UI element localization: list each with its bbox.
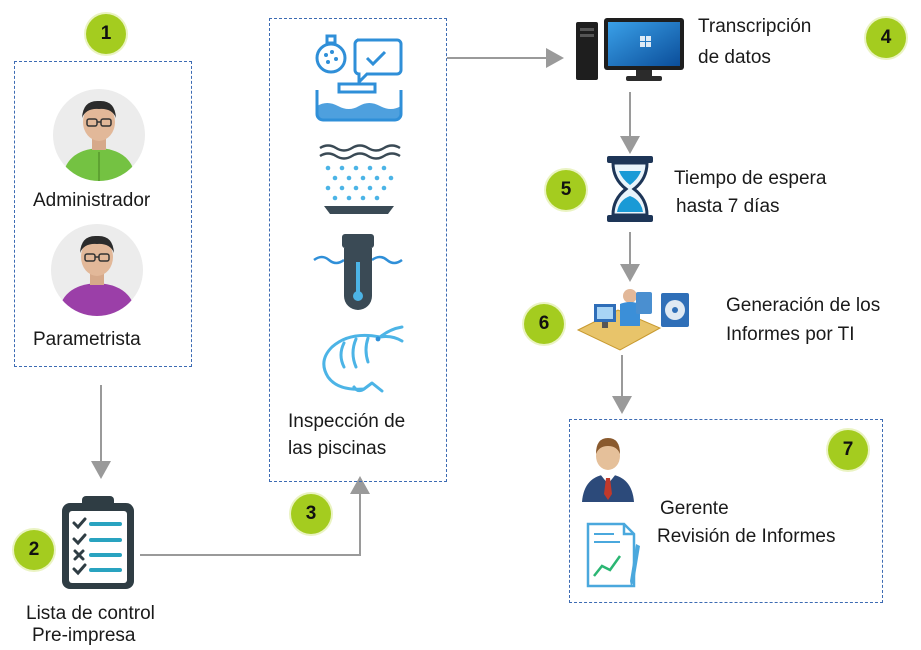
hasta-dias-label: hasta 7 días [676, 196, 780, 217]
informes-ti-label: Informes por TI [726, 324, 855, 345]
pre-impresa-label: Pre-impresa [32, 625, 136, 646]
lista-control-label: Lista de control [26, 603, 155, 624]
tiempo-espera-label: Tiempo de espera [674, 168, 827, 189]
clipboard-checklist-icon [62, 496, 134, 589]
revision-informes-label: Revisión de Informes [657, 526, 836, 547]
parametrista-label: Parametrista [33, 329, 141, 350]
step-4-badge: 4 [866, 18, 906, 58]
step-3-box [269, 18, 447, 482]
hourglass-icon [607, 156, 653, 222]
water-filter-icon [319, 144, 401, 214]
step-2-badge: 2 [14, 530, 54, 570]
arrow-2-to-3 [140, 476, 370, 556]
shrimp-icon [322, 325, 404, 393]
step-1-box [14, 61, 192, 367]
desktop-computer-icon [576, 18, 684, 81]
step-5-badge: 5 [546, 170, 586, 210]
datos-label: de datos [698, 47, 771, 68]
transcripcion-label: Transcripción [698, 16, 812, 37]
report-chart-icon [586, 522, 640, 588]
piscinas-label: las piscinas [288, 438, 387, 459]
thermometer-icon [313, 234, 403, 310]
manager-icon [582, 438, 634, 502]
step-7-badge: 7 [828, 430, 868, 470]
person-icon [51, 224, 143, 316]
generacion-label: Generación de los [726, 295, 881, 316]
inspeccion-label: Inspección de [288, 411, 406, 432]
person-icon [53, 89, 145, 181]
administrador-label: Administrador [33, 190, 151, 211]
step-6-badge: 6 [524, 304, 564, 344]
it-worker-icon [576, 289, 662, 351]
step-7-box [569, 419, 883, 603]
disk-icon [661, 293, 689, 327]
aerator-monitor-icon [315, 34, 403, 122]
step-3-badge: 3 [291, 494, 331, 534]
gerente-label: Gerente [660, 498, 729, 519]
step-1-badge: 1 [86, 14, 126, 54]
